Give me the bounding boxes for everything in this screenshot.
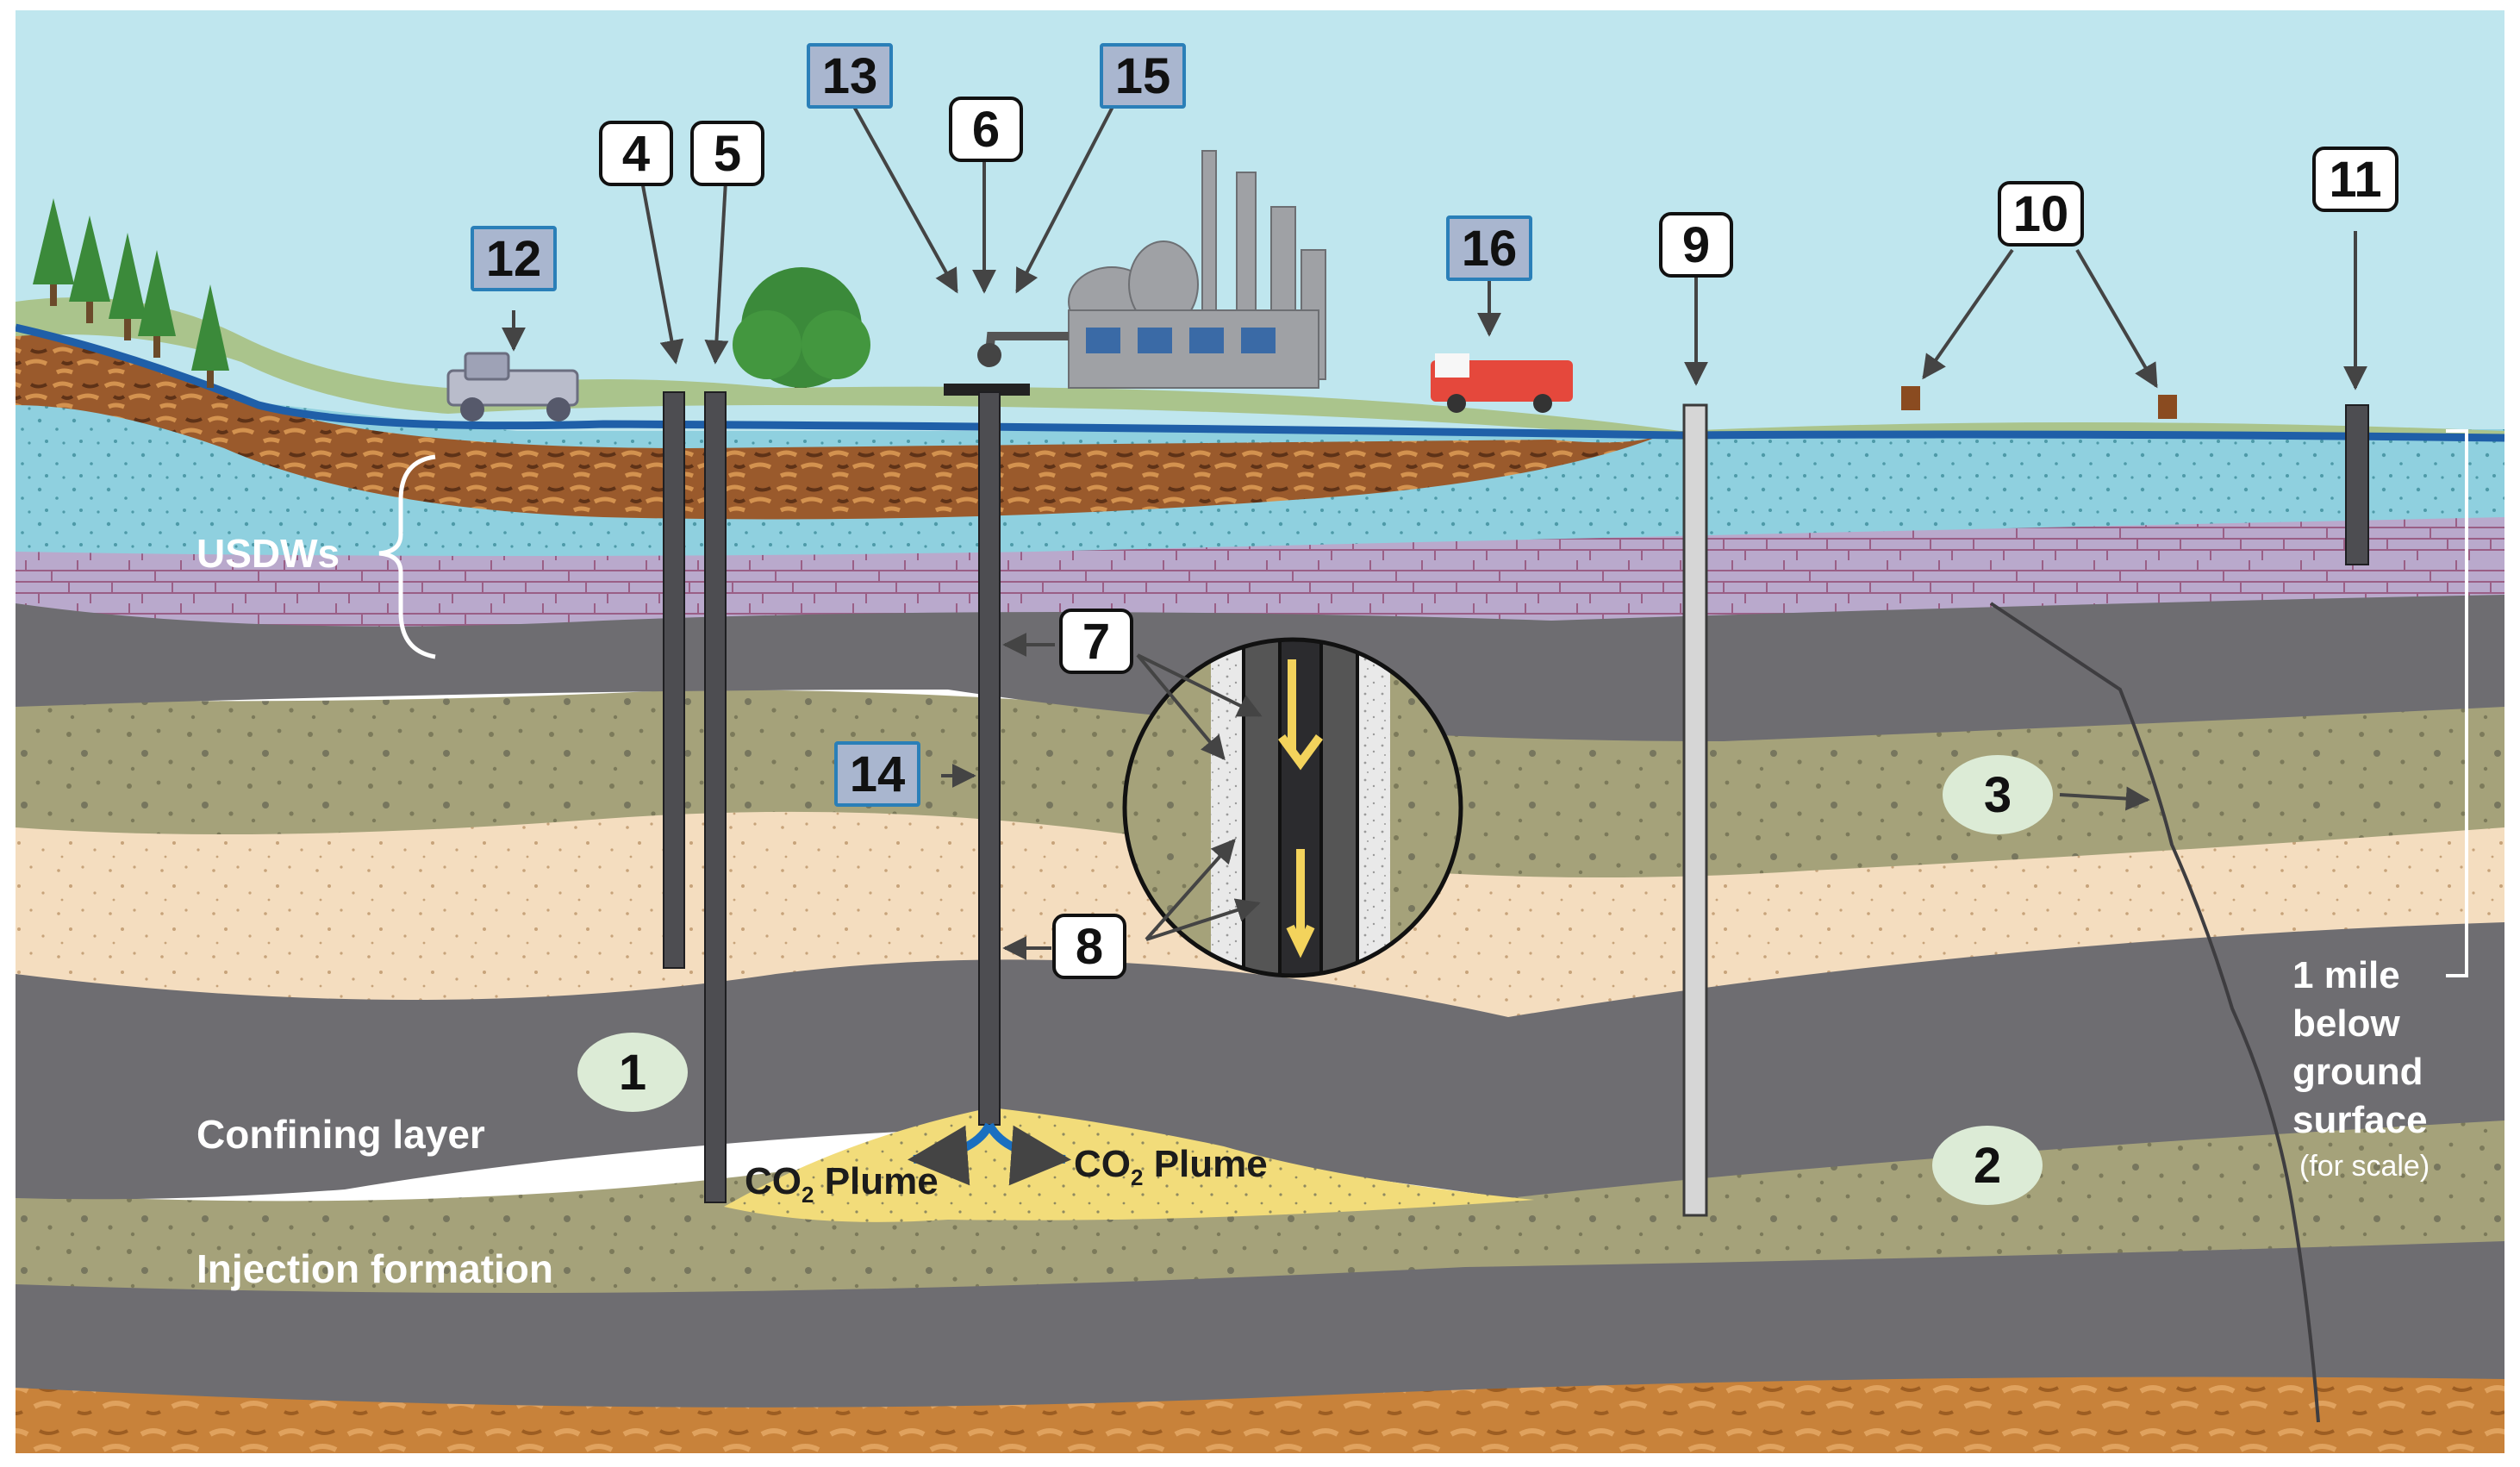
plume-arrow-right	[985, 1122, 1071, 1186]
usdws-label: USDWs	[196, 531, 340, 576]
scale-label-line4: surface	[2292, 1099, 2428, 1141]
callout-8-shape	[1052, 914, 1126, 979]
callout-1-shape	[577, 1033, 688, 1112]
callout-6-number: 6	[972, 102, 1000, 158]
monitoring-well-4	[663, 391, 685, 969]
callout-1-number: 1	[619, 1045, 646, 1101]
callout-9-shape	[1659, 212, 1733, 278]
co2-plume-label-right: CO2 Plume	[1074, 1143, 1268, 1190]
callout-5-shape	[690, 121, 764, 186]
co2-plume-label-left: CO2 Plume	[745, 1160, 939, 1208]
confining-layer-label: Confining layer	[196, 1112, 485, 1157]
callout-3-shape	[1943, 755, 2053, 834]
scale-note: (for scale)	[2299, 1150, 2430, 1183]
callout-9: 9	[1659, 212, 1733, 278]
injection-well	[978, 391, 1001, 1126]
soil-lens	[16, 328, 1672, 520]
callout-7-shape	[1059, 609, 1133, 674]
abandoned-well-left	[1901, 386, 1920, 410]
callout-13-shape	[807, 43, 893, 109]
callout-2-number: 2	[1974, 1138, 2001, 1194]
callout-1: 1	[577, 1033, 688, 1112]
forest-trees	[33, 198, 229, 388]
callout-8: 8	[1052, 914, 1126, 979]
scale-label-line2: below	[2292, 1002, 2400, 1045]
callout-10-shape	[1998, 181, 2084, 247]
callout-15-shape	[1100, 43, 1186, 109]
callout-15-number: 15	[1115, 48, 1171, 104]
scale-label-line1: 1 mile	[2292, 954, 2400, 996]
fault-line	[1989, 602, 2320, 1423]
callout-16: 16	[1446, 215, 1532, 281]
ground-surface	[16, 297, 2504, 440]
callout-5: 5	[690, 121, 764, 186]
well-cross-section-inset	[1122, 637, 1463, 978]
callout-15: 15	[1100, 43, 1186, 109]
callout-6-shape	[949, 97, 1023, 162]
callout-16-number: 16	[1462, 221, 1518, 277]
abandoned-well-right	[2158, 395, 2177, 419]
callout-7: 7	[1059, 609, 1133, 674]
scale-label-line3: ground	[2292, 1051, 2423, 1093]
callout-12-number: 12	[486, 231, 542, 287]
plume-arrow-left	[908, 1122, 994, 1186]
monitoring-well-9	[1682, 403, 1708, 1217]
geology-layers	[16, 10, 2504, 1453]
callout-11-shape	[2312, 147, 2398, 212]
usdws-brace	[378, 454, 436, 659]
callout-11-number: 11	[2329, 152, 2381, 208]
callout-2-shape	[1932, 1126, 2043, 1205]
shallow-well-11	[2345, 404, 2369, 565]
callout-14-number: 14	[850, 746, 906, 802]
callout-9-number: 9	[1682, 217, 1710, 273]
callout-arrows	[502, 104, 2367, 960]
callout-12: 12	[471, 226, 557, 291]
callout-13: 13	[807, 43, 893, 109]
scale-bracket	[2446, 429, 2468, 977]
injection-formation-label: Injection formation	[196, 1246, 553, 1291]
callout-12-shape	[471, 226, 557, 291]
callout-4: 4	[599, 121, 673, 186]
callout-4-number: 4	[622, 126, 650, 182]
callout-3: 3	[1943, 755, 2053, 834]
monitoring-well-5	[704, 391, 727, 1203]
callout-6: 6	[949, 97, 1023, 162]
callout-11: 11	[2312, 147, 2398, 212]
callout-14-shape	[834, 741, 920, 807]
callout-4-shape	[599, 121, 673, 186]
monitoring-truck	[446, 352, 579, 421]
callout-10-number: 10	[2013, 186, 2069, 242]
callout-7-number: 7	[1082, 614, 1110, 670]
callout-14: 14	[834, 741, 920, 807]
callout-5-number: 5	[714, 126, 741, 182]
callout-16-shape	[1446, 215, 1532, 281]
callout-3-number: 3	[1984, 767, 2012, 823]
callout-8-number: 8	[1076, 919, 1103, 975]
callout-2: 2	[1932, 1126, 2043, 1205]
fire-truck	[1431, 353, 1573, 413]
callout-10: 10	[1998, 181, 2084, 247]
callout-13-number: 13	[822, 48, 878, 104]
industrial-facility	[1068, 150, 1326, 389]
deciduous-tree	[733, 267, 870, 388]
wellhead	[944, 332, 1069, 396]
